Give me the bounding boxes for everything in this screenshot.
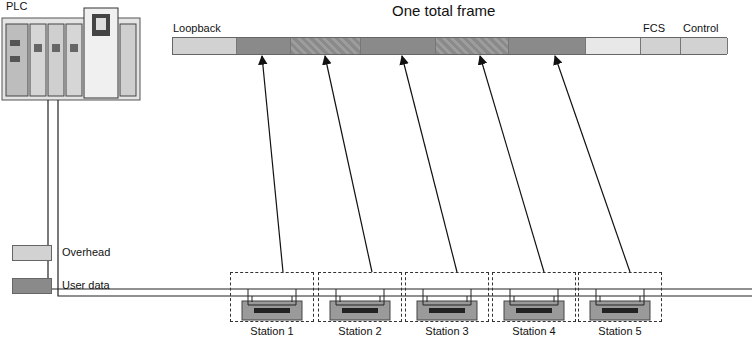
frame-title: One total frame [392, 2, 495, 20]
station-box: Station 4 [492, 272, 576, 322]
frame-bar: LoopbackFCSControl [172, 37, 727, 55]
device-label: PLC [6, 0, 27, 13]
station-label: Station 2 [338, 325, 381, 338]
station-label: Station 5 [598, 325, 641, 338]
station-label: Station 4 [512, 325, 555, 338]
plc-rack [2, 8, 140, 100]
frame-field-label: Control [683, 22, 718, 35]
legend-swatch [12, 245, 52, 261]
legend-text: Overhead [62, 246, 110, 259]
bus-wire [48, 100, 752, 296]
frame-segment [586, 38, 641, 54]
frame-field-label: FCS [643, 22, 665, 35]
frame-field-label: Loopback [173, 22, 221, 35]
frame-segment [361, 38, 436, 54]
frame-segment [237, 38, 291, 54]
station-label: Station 1 [250, 325, 293, 338]
station-box: Station 2 [318, 272, 402, 322]
station-box: Station 3 [405, 272, 489, 322]
frame-segment [436, 38, 509, 54]
frame-arrow [480, 56, 544, 272]
frame-segment [681, 38, 728, 54]
frame-arrow [402, 56, 457, 272]
frame-arrow [262, 56, 283, 272]
station-box: Station 1 [230, 272, 314, 322]
station-label: Station 3 [425, 325, 468, 338]
frame-arrow [325, 56, 372, 272]
frame-segment [641, 38, 681, 54]
frame-arrow [555, 56, 630, 272]
station-devices [242, 289, 650, 320]
station-box: Station 5 [578, 272, 662, 322]
legend-swatch [12, 278, 52, 294]
legend-text: User data [62, 279, 110, 292]
frame-segment [509, 38, 586, 54]
frame-segment [173, 38, 237, 54]
frame-segment [291, 38, 361, 54]
